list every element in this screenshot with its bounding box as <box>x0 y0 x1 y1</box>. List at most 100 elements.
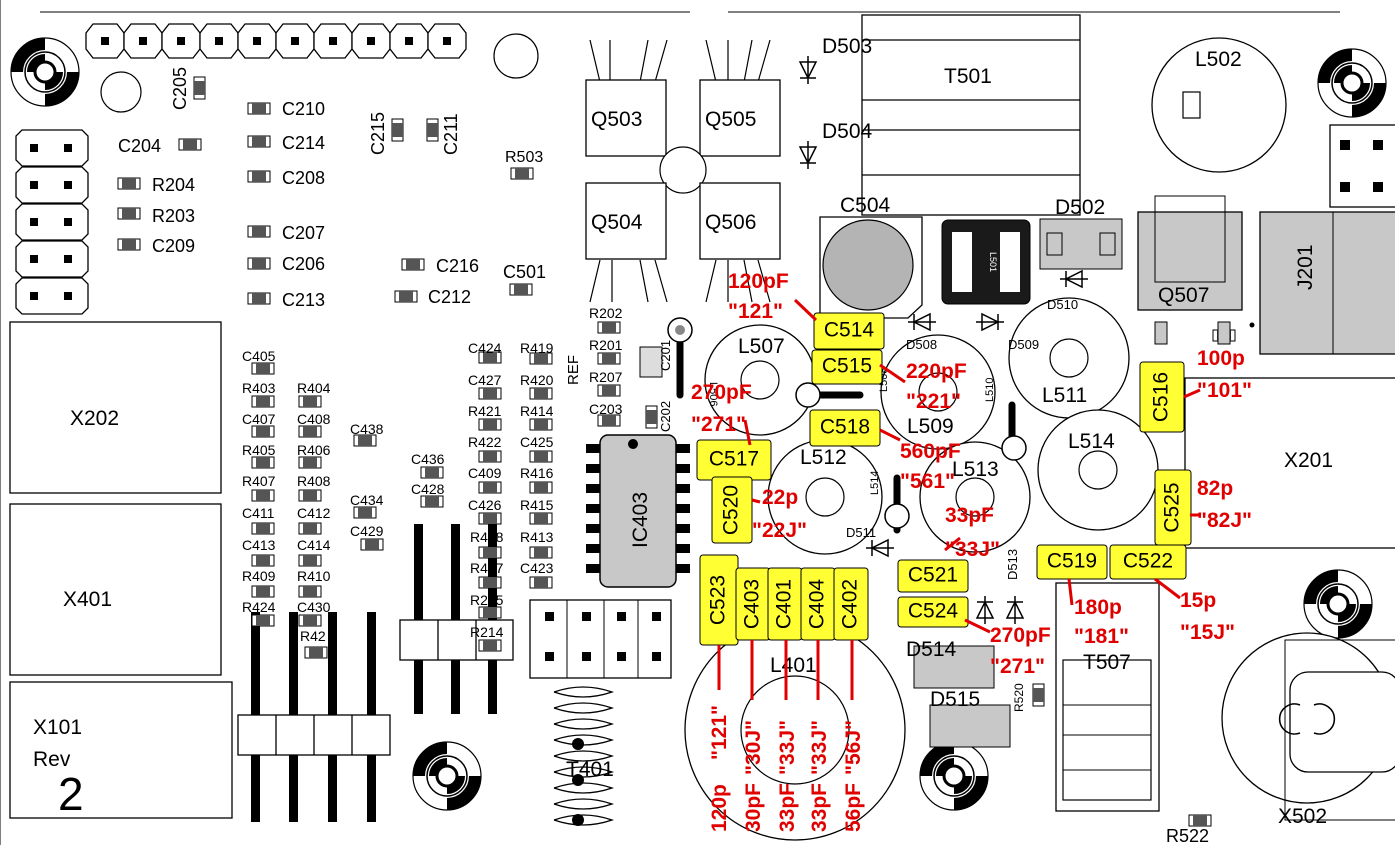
value-annotation: "22J" <box>752 519 807 542</box>
capacitor-c402: C402 <box>833 567 869 641</box>
svg-text:L514: L514 <box>1068 430 1115 453</box>
capacitor-c518: C518 <box>809 409 881 447</box>
part-label: C403 <box>741 579 764 629</box>
smd-part <box>478 418 502 431</box>
smd-part <box>1032 683 1045 707</box>
part-label: R204 <box>152 175 195 195</box>
smd-part <box>426 118 439 142</box>
smd-part <box>478 512 502 525</box>
value-annotation: "30J" <box>742 720 765 775</box>
diode-symbol <box>1005 596 1025 624</box>
capacitor-c404: C404 <box>800 567 836 641</box>
smd-part <box>117 177 141 190</box>
smd-part <box>251 489 275 502</box>
smd-part <box>251 425 275 438</box>
smd-part <box>304 646 328 659</box>
transformer-t401: T401 <box>553 686 614 826</box>
value-annotation: "181" <box>1074 625 1129 648</box>
part-label: R406 <box>297 442 331 458</box>
smd-part <box>529 450 553 463</box>
diode-symbol <box>908 312 936 332</box>
mounting-hole <box>1303 569 1373 639</box>
part-label: C214 <box>282 133 325 153</box>
smd-part <box>478 481 502 494</box>
part-label: R424 <box>242 599 276 615</box>
toroid-l508: L509 <box>880 334 996 450</box>
part-label: C423 <box>520 560 554 576</box>
smd-part <box>251 585 275 598</box>
smd-part <box>251 456 275 469</box>
diode-d502: D502 <box>1039 196 1123 270</box>
smd-part <box>298 585 322 598</box>
part-label: R407 <box>242 473 276 489</box>
svg-text:Rev: Rev <box>33 748 71 771</box>
mounting-hole <box>412 741 482 811</box>
svg-text:L502: L502 <box>1195 48 1242 71</box>
part-label: R215 <box>470 592 504 608</box>
capacitor-c516: C516 <box>1139 361 1185 433</box>
smd-part <box>529 418 553 431</box>
smd-part <box>394 290 418 303</box>
smd-part <box>529 546 553 559</box>
inductor-l502: L502 <box>1151 37 1287 173</box>
part-label: C518 <box>820 416 870 439</box>
annotation-leader <box>879 428 901 442</box>
svg-text:D502: D502 <box>1055 196 1105 219</box>
value-annotation: "82J" <box>1197 509 1252 532</box>
part-label: C436 <box>411 451 445 467</box>
value-annotation: "15J" <box>1180 621 1235 644</box>
mounting-hole <box>1317 48 1387 118</box>
smd-part <box>247 257 271 270</box>
part-label: R413 <box>520 529 554 545</box>
part-label: C405 <box>242 348 276 364</box>
svg-text:L511: L511 <box>1042 384 1087 407</box>
part-label: C204 <box>118 136 161 156</box>
svg-text:D515: D515 <box>930 688 980 711</box>
part-label: C501 <box>503 262 546 282</box>
diode-symbol <box>798 141 818 169</box>
part-label: R214 <box>470 624 504 640</box>
diode-symbol <box>798 56 818 84</box>
mounting-hole <box>919 741 989 811</box>
header-top <box>85 23 467 59</box>
ic403: IC403 <box>586 434 690 588</box>
svg-text:L506: L506 <box>707 382 719 406</box>
svg-text:Q504: Q504 <box>591 211 643 234</box>
svg-text:D508: D508 <box>906 337 937 352</box>
annotation-leader <box>1183 388 1201 399</box>
svg-text:IC403: IC403 <box>629 492 652 548</box>
part-label: C522 <box>1123 550 1173 573</box>
part-label: C521 <box>908 564 958 587</box>
value-annotation: 30pF <box>742 783 765 832</box>
smd-part <box>247 292 271 305</box>
connector-x101: X101 Rev 2 <box>9 681 233 820</box>
smd-part <box>117 238 141 251</box>
smd-part <box>529 352 553 365</box>
svg-text:X401: X401 <box>63 588 112 611</box>
smd-part <box>645 405 658 429</box>
part-label: R203 <box>152 206 195 226</box>
value-annotation: "271" <box>691 413 746 436</box>
smd-part <box>529 512 553 525</box>
value-annotation: 33pF <box>776 783 799 832</box>
svg-text:X202: X202 <box>70 407 119 430</box>
annotation-leader <box>964 618 991 634</box>
capacitor-c403: C403 <box>735 567 771 641</box>
smd-part <box>298 522 322 535</box>
value-annotation: 56pF <box>842 783 865 832</box>
value-annotation: 82p <box>1197 477 1233 500</box>
part-label: R408 <box>297 473 331 489</box>
part-label: C429 <box>350 523 384 539</box>
smd-part <box>117 207 141 220</box>
svg-text:REF: REF <box>565 355 582 385</box>
svg-text:L507: L507 <box>738 335 785 358</box>
value-annotation: "33J" <box>945 538 1000 561</box>
smd-part <box>509 283 533 296</box>
annotation-leader <box>1154 577 1181 600</box>
smd-part <box>298 456 322 469</box>
smd-part <box>420 495 444 508</box>
value-annotation: "101" <box>1197 379 1252 402</box>
part-label: C208 <box>282 168 325 188</box>
svg-text:D514: D514 <box>906 638 957 661</box>
